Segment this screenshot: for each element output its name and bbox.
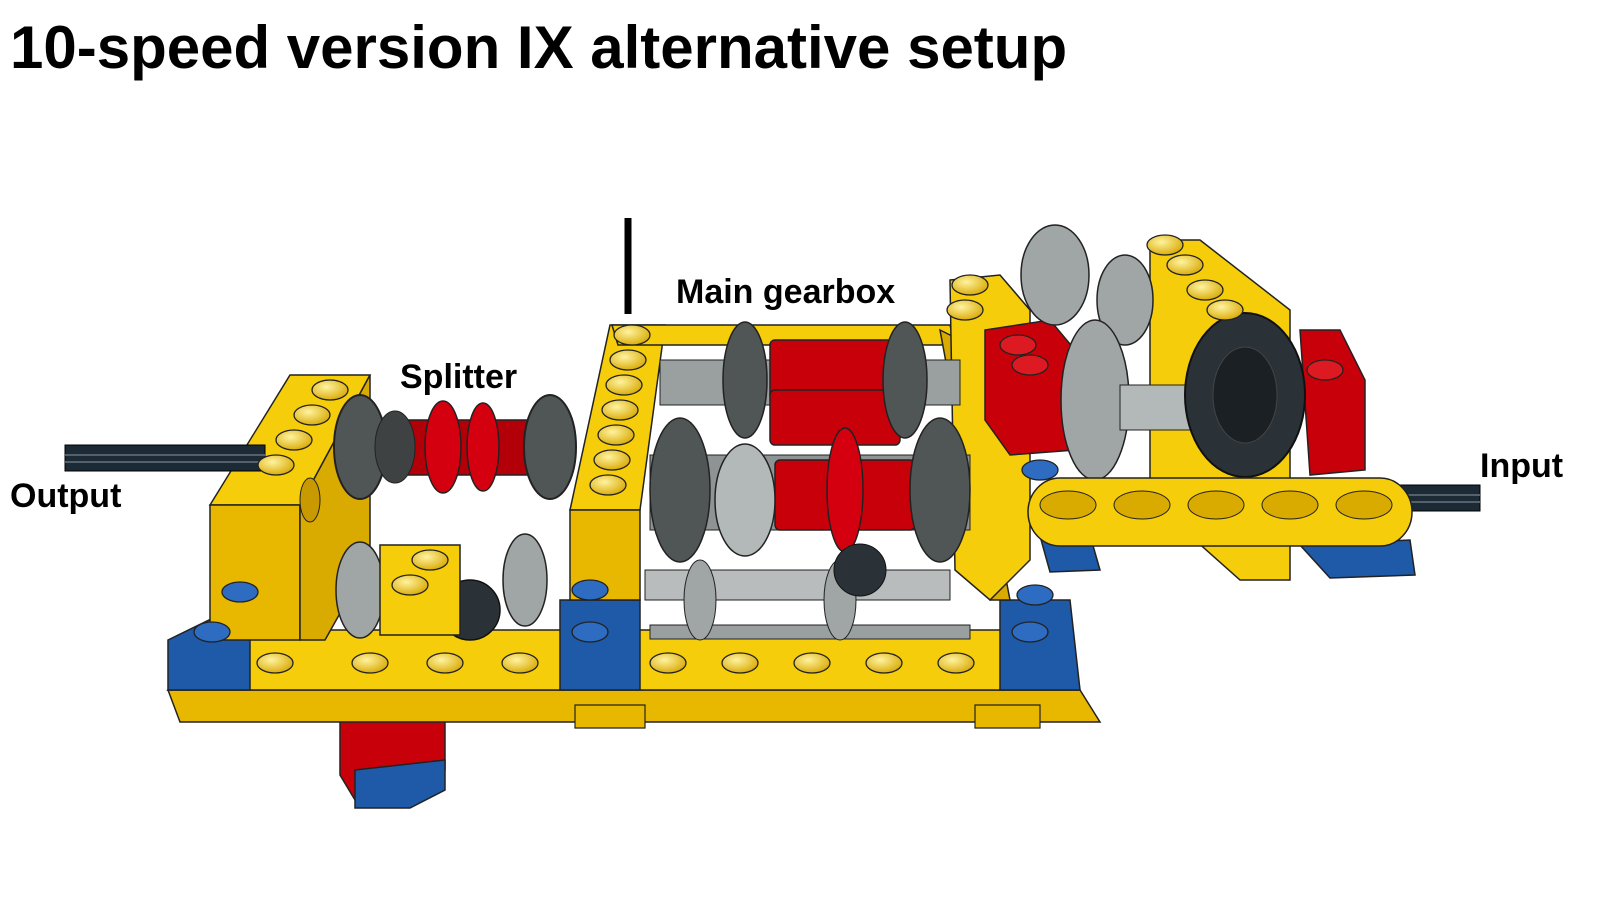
splitter-shaft [333,394,577,500]
input-label: Input [1480,447,1564,485]
blue-stud [1021,459,1059,481]
output-axle [64,444,266,472]
yellow-stud [351,652,389,674]
yellow-stud [946,299,984,321]
yellow-stud [426,652,464,674]
blue-stud [1011,621,1049,643]
blue-stud [571,579,609,601]
input-liftarm [1027,477,1413,547]
support-leg [339,709,446,809]
yellow-stud [605,374,643,396]
blue-stud [1016,584,1054,606]
red-stud [1011,354,1049,376]
yellow-stud [275,429,313,451]
base-plate [166,598,1102,729]
yellow-stud [311,379,349,401]
yellow-stud [1206,299,1244,321]
yellow-stud [951,274,989,296]
splitter-lower-gears [335,533,548,641]
blue-stud [221,581,259,603]
yellow-stud [649,652,687,674]
output-label: Output [10,477,122,515]
yellow-stud [257,454,295,476]
yellow-stud [613,324,651,346]
yellow-stud [1186,279,1224,301]
red-stud [999,334,1037,356]
yellow-stud [1166,254,1204,276]
page-title: 10-speed version IX alternative setup [10,14,1068,81]
yellow-stud [597,424,635,446]
yellow-stud [609,349,647,371]
yellow-stud [593,449,631,471]
input-gears [1020,224,1306,481]
yellow-stud [1146,234,1184,256]
main-gearbox-gears [649,321,971,641]
yellow-stud [793,652,831,674]
yellow-stud [293,404,331,426]
yellow-stud [589,474,627,496]
main-gearbox-label: Main gearbox [676,273,896,311]
yellow-stud [721,652,759,674]
yellow-stud [501,652,539,674]
yellow-stud [865,652,903,674]
studs [193,234,1344,674]
red-stud [1306,359,1344,381]
blue-stud [571,621,609,643]
splitter-label: Splitter [400,358,518,396]
yellow-stud [937,652,975,674]
yellow-stud [411,549,449,571]
yellow-stud [601,399,639,421]
yellow-stud [391,574,429,596]
yellow-stud [256,652,294,674]
blue-stud [193,621,231,643]
